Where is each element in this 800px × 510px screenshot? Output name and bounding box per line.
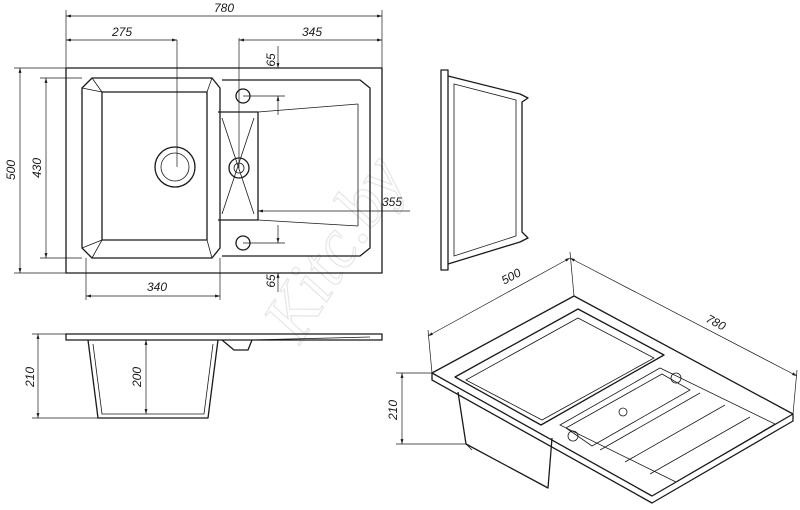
dim-overall-height: 500 [4,160,18,180]
iso-view: 500 780 210 [386,251,798,504]
sink-outline [65,67,383,274]
watermark: Kitc.by [248,142,420,354]
dim-iso-height: 210 [386,400,400,421]
dim-bowl-depth: 200 [130,367,144,388]
dim-bowl-height: 430 [30,158,44,178]
dim-hole-offset-top: 65 [264,53,278,67]
dim-overall-width: 780 [214,1,234,15]
dim-drain-depth: 355 [382,195,402,209]
front-view: 210 200 [23,333,383,419]
top-view: 780 275 345 65 65 355 500 430 [4,1,410,300]
bowl-drain-outer [154,146,196,188]
dim-iso-width: 780 [704,312,729,334]
dim-iso-depth: 500 [499,265,524,287]
drainer-outline [218,79,371,257]
dim-bowl-width: 275 [111,25,132,39]
side-view [440,69,529,271]
dim-drainer-width: 345 [302,25,322,39]
dim-bowl-bottom-width: 340 [147,280,167,294]
dim-hole-offset-bottom: 65 [264,274,278,288]
bowl-outline [81,77,221,259]
bowl-drain-inner [160,152,190,182]
dim-total-depth: 210 [23,367,37,388]
